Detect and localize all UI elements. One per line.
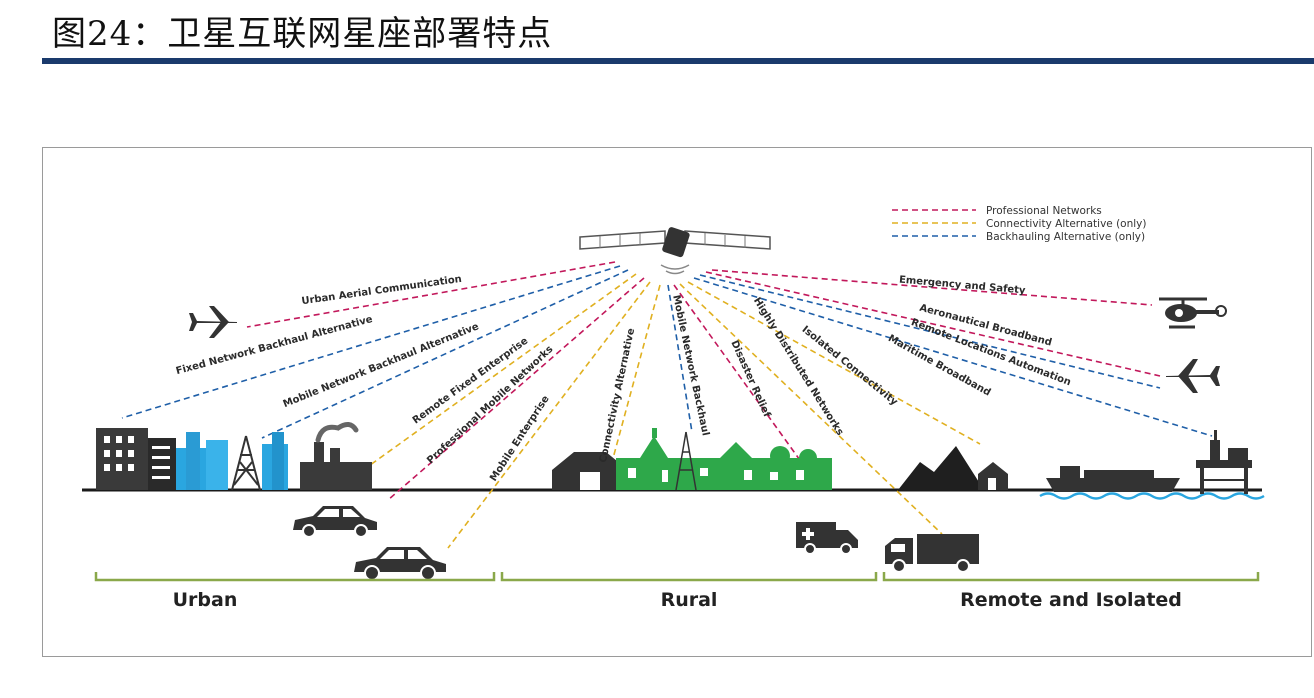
link-line [611,284,661,463]
link-label: Disaster Relief [728,339,772,420]
region-bracket [882,572,1260,582]
page-title: 图24：卫星互联网星座部署特点 [52,14,553,54]
link-line [447,281,651,549]
legend-label: Connectivity Alternative (only) [986,218,1146,230]
region-label: Urban [173,589,238,611]
link-line [365,273,637,469]
link-line [246,261,616,328]
link-line [261,269,629,439]
link-line [711,269,1153,306]
link-label: Emergency and Safety [899,275,1027,297]
ambulance-icon [796,522,858,555]
airplane-icon [189,306,237,338]
car-icon [354,547,446,581]
link-line [673,284,821,489]
region-brackets: Urban Rural Remote and Isolated [94,572,1260,611]
oil-platform-icon [1196,430,1252,494]
link-label: Urban Aerial Communication [301,274,463,307]
cell-tower-icon [231,435,261,491]
link-label: Mobile Network Backhaul [670,294,711,437]
link-line [667,284,693,433]
link-line [687,281,981,445]
car-icon [293,506,377,538]
link-label: Aeronautical Broadband [918,303,1053,349]
region-bracket [500,572,878,582]
farm-village-icon [552,428,832,491]
region-label: Remote and Isolated [960,589,1182,611]
link-line [693,277,1213,437]
link-label: Mobile Enterprise [488,394,552,484]
satellite-icon [579,227,771,275]
cargo-ship-icon [1039,466,1265,500]
airplane-icon [1166,359,1220,393]
mountain-icon [898,446,984,490]
link-lines [121,261,1213,549]
region-bracket [94,572,496,582]
link-line [387,277,645,501]
legend-label: Professional Networks [986,205,1102,217]
link-line [679,283,943,535]
link-line [121,265,621,419]
city-buildings-icon [96,428,288,490]
title-rule [42,58,1314,64]
link-line [705,271,1161,377]
link-label: Fixed Network Backhaul Alternative [175,314,374,377]
house-icon [978,462,1008,490]
helicopter-icon [1159,297,1227,329]
truck-icon [885,534,979,573]
legend-label: Backhauling Alternative (only) [986,231,1145,243]
factory-icon [300,422,372,490]
region-label: Rural [661,589,718,611]
link-line [699,274,1161,389]
